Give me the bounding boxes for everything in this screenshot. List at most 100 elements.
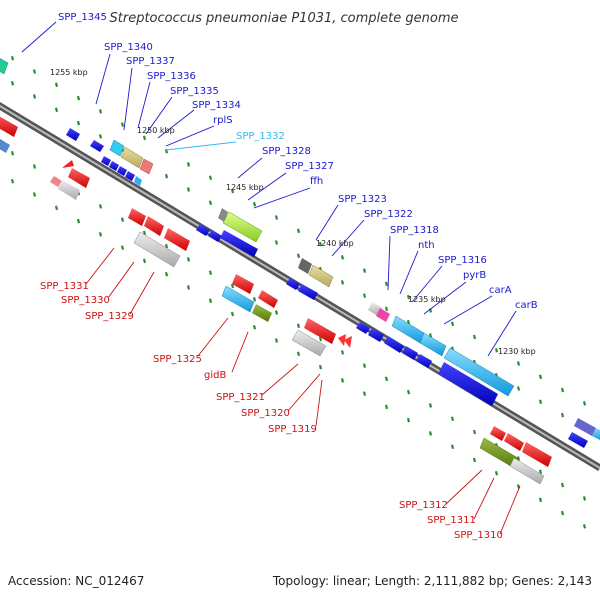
gene-SPP_1345-box[interactable] bbox=[0, 56, 9, 75]
gene-label-SPP_1311[interactable]: SPP_1311 bbox=[427, 515, 476, 526]
gene-box[interactable] bbox=[50, 176, 62, 187]
gene-label-SPP_1318[interactable]: SPP_1318 bbox=[390, 225, 439, 236]
gene-label-SPP_1328[interactable]: SPP_1328 bbox=[262, 146, 311, 157]
gene-label-SPP_1331[interactable]: SPP_1331 bbox=[40, 281, 89, 292]
gene-arrow[interactable] bbox=[338, 334, 346, 346]
gene-nth-box[interactable] bbox=[391, 315, 425, 344]
gene-box[interactable] bbox=[0, 134, 10, 153]
gene-SPP_1321-arrow[interactable] bbox=[304, 318, 336, 344]
gene-carA-box[interactable] bbox=[443, 347, 515, 397]
gene-arrow[interactable] bbox=[490, 426, 506, 441]
gene-SPP_1312-arrow[interactable] bbox=[522, 442, 552, 467]
gene-arrow[interactable] bbox=[232, 274, 254, 294]
gene-label-SPP_1323[interactable]: SPP_1323 bbox=[338, 194, 387, 205]
scale-tick bbox=[252, 296, 257, 302]
gene-arrow[interactable] bbox=[286, 278, 300, 290]
scale-tick bbox=[560, 387, 565, 393]
gene-arrow[interactable] bbox=[196, 224, 210, 236]
gene-SPP_1320-box[interactable] bbox=[291, 329, 327, 357]
gene-arrow[interactable] bbox=[344, 336, 352, 348]
gene-arrow[interactable] bbox=[208, 230, 222, 242]
gene-arrow[interactable] bbox=[68, 168, 90, 188]
scale-tick bbox=[142, 230, 147, 236]
gene-SPP_1325-box[interactable] bbox=[221, 285, 255, 313]
gene-box[interactable] bbox=[298, 258, 312, 274]
gene-label-SPP_1319[interactable]: SPP_1319 bbox=[268, 424, 317, 435]
map-title: Streptococcus pneumoniae P1031, complete… bbox=[110, 11, 459, 26]
gene-SPP_1316-box[interactable] bbox=[419, 332, 447, 357]
gene-SPP_1329-box[interactable] bbox=[133, 231, 181, 268]
gene-arrow[interactable] bbox=[90, 140, 104, 152]
gene-label-nth[interactable]: nth bbox=[418, 240, 435, 251]
gene-box[interactable] bbox=[574, 418, 596, 436]
gene-arrow[interactable] bbox=[568, 432, 588, 448]
gene-arrow[interactable] bbox=[125, 171, 135, 181]
gene-arrow[interactable] bbox=[62, 160, 74, 168]
gene-SPP_1337-box[interactable] bbox=[120, 146, 144, 169]
gene-SPP_1318-box[interactable] bbox=[376, 308, 390, 322]
gene-label-ffh[interactable]: ffh bbox=[310, 176, 323, 187]
gene-box[interactable] bbox=[58, 180, 80, 200]
gene-SPP_1328-box[interactable] bbox=[218, 208, 228, 222]
gene-label-rplS[interactable]: rplS bbox=[213, 115, 233, 126]
gene-SPP_1331-arrow[interactable] bbox=[128, 208, 146, 226]
scale-tick bbox=[472, 429, 477, 435]
gene-label-SPP_1332[interactable]: SPP_1332 bbox=[236, 131, 285, 142]
gene-pyrB-arrow[interactable] bbox=[402, 346, 418, 360]
gene-label-SPP_1336[interactable]: SPP_1336 bbox=[147, 71, 196, 82]
gene-SPP_1336-box[interactable] bbox=[139, 158, 154, 175]
scale-tick bbox=[428, 403, 433, 408]
reverse-strand-features[interactable] bbox=[0, 112, 552, 485]
gene-box[interactable] bbox=[592, 428, 600, 440]
gene-label-gidB[interactable]: gidB bbox=[204, 370, 226, 381]
gene-SPP_1310-box[interactable] bbox=[509, 457, 545, 485]
gene-arrow[interactable] bbox=[0, 112, 18, 137]
gene-label-carB[interactable]: carB bbox=[515, 300, 538, 311]
gene-label-SPP_1327[interactable]: SPP_1327 bbox=[285, 161, 334, 172]
gene-SPP_1327-arrow[interactable] bbox=[220, 230, 258, 257]
gene-SPP_1322-arrow[interactable] bbox=[298, 284, 318, 300]
gene-arrow[interactable] bbox=[164, 228, 190, 251]
reverse-gene-labels: SPP_1331 SPP_1330 SPP_1329 SPP_1325 gidB… bbox=[40, 281, 503, 541]
gene-label-SPP_1330[interactable]: SPP_1330 bbox=[61, 295, 110, 306]
scale-tick bbox=[340, 378, 345, 383]
scale-tick bbox=[340, 280, 345, 285]
forward-strand-features[interactable] bbox=[0, 56, 600, 448]
gene-ffh-box[interactable] bbox=[222, 211, 263, 243]
gene-arrow[interactable] bbox=[258, 290, 278, 308]
gene-gidB-box[interactable] bbox=[252, 304, 272, 322]
gene-carB-arrow[interactable] bbox=[438, 362, 498, 406]
gene-arrow[interactable] bbox=[356, 322, 370, 334]
gene-label-SPP_1340[interactable]: SPP_1340 bbox=[104, 42, 153, 53]
scale-tick bbox=[142, 135, 147, 141]
gene-arrow[interactable] bbox=[109, 161, 119, 171]
gene-label-SPP_1310[interactable]: SPP_1310 bbox=[454, 530, 503, 541]
gene-label-SPP_1320[interactable]: SPP_1320 bbox=[241, 408, 290, 419]
gene-SPP_1330-arrow[interactable] bbox=[144, 216, 164, 236]
gene-label-SPP_1334[interactable]: SPP_1334 bbox=[192, 100, 241, 111]
gene-arrow[interactable] bbox=[384, 336, 404, 353]
gene-arrow[interactable] bbox=[101, 156, 111, 166]
gene-label-SPP_1322[interactable]: SPP_1322 bbox=[364, 209, 413, 220]
gene-label-SPP_1335[interactable]: SPP_1335 bbox=[170, 86, 219, 97]
gene-label-SPP_1321[interactable]: SPP_1321 bbox=[216, 392, 265, 403]
gene-arrow[interactable] bbox=[368, 328, 384, 342]
gene-SPP_1340-box[interactable] bbox=[109, 139, 125, 157]
gene-label-pyrB[interactable]: pyrB bbox=[463, 270, 486, 281]
gene-arrow[interactable] bbox=[504, 433, 524, 451]
gene-arrow[interactable] bbox=[134, 176, 142, 186]
gene-label-SPP_1337[interactable]: SPP_1337 bbox=[126, 56, 175, 67]
gene-label-SPP_1345[interactable]: SPP_1345 bbox=[58, 12, 107, 23]
scale-tick bbox=[208, 298, 213, 303]
gene-label-SPP_1329[interactable]: SPP_1329 bbox=[85, 311, 134, 322]
gene-label-carA[interactable]: carA bbox=[489, 285, 512, 296]
scale-tick bbox=[582, 496, 587, 501]
gene-label-SPP_1325[interactable]: SPP_1325 bbox=[153, 354, 202, 365]
gene-arrow[interactable] bbox=[117, 166, 127, 176]
gene-arrow[interactable] bbox=[416, 354, 432, 368]
gene-label-SPP_1312[interactable]: SPP_1312 bbox=[399, 500, 448, 511]
scale-tick bbox=[384, 281, 389, 287]
gene-SPP_1323-box[interactable] bbox=[308, 264, 334, 288]
gene-arrow[interactable] bbox=[66, 128, 80, 141]
gene-label-SPP_1316[interactable]: SPP_1316 bbox=[438, 255, 487, 266]
